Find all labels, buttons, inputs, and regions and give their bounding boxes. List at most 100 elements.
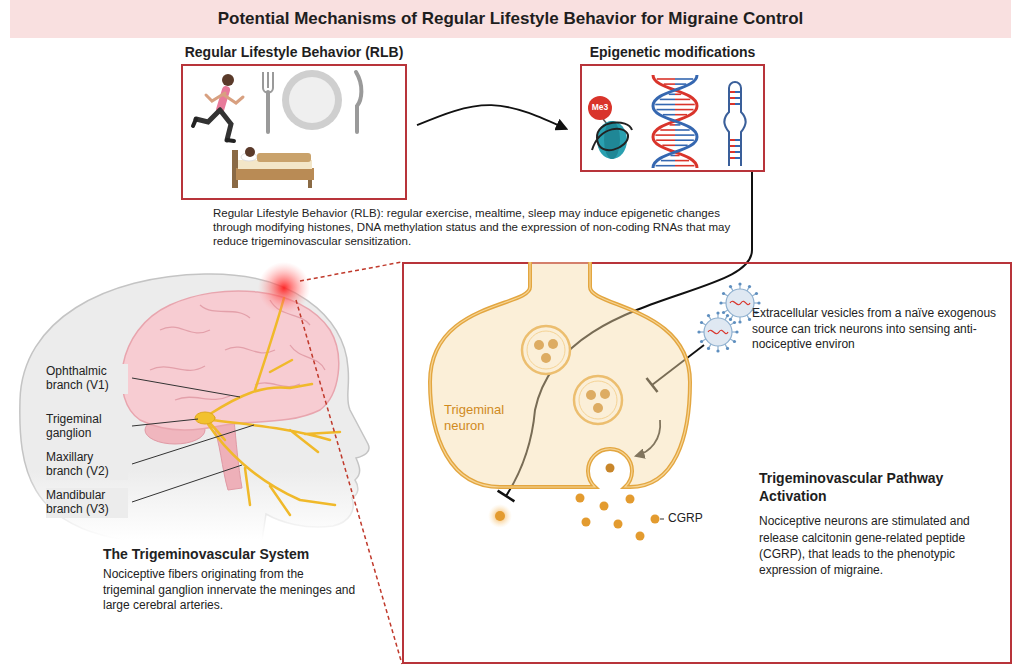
- zoom-lines: [296, 262, 402, 664]
- dna-helix: [664, 83, 675, 85]
- dna-helix: [669, 94, 675, 96]
- released-cgrp: [495, 511, 505, 521]
- neuron-terminal: Trigeminal neuron: [430, 262, 690, 497]
- dna-helix: [653, 75, 697, 168]
- runner-icon: [196, 110, 231, 140]
- rna-hairpin: [735, 151, 740, 153]
- part-label: Trigeminal ganglion: [46, 412, 128, 442]
- note-text: Regular Lifestyle Behavior (RLB): regula…: [213, 207, 743, 248]
- extracellular-vesicles: [739, 285, 740, 289]
- extracellular-vesicles: [738, 320, 741, 323]
- extracellular-vesicles: [700, 340, 703, 343]
- dna-helix: [675, 109, 694, 111]
- plate-icon: [282, 70, 342, 130]
- rna-hairpin: [730, 97, 735, 99]
- dna-helix: [660, 129, 675, 131]
- extracellular-vesicles: [729, 285, 732, 288]
- dna-helix: [655, 134, 675, 136]
- rna-hairpin: [730, 91, 735, 93]
- extracellular-vesicles: [726, 289, 754, 317]
- released-cgrp: [651, 515, 660, 524]
- extracellular-vesicles: [748, 285, 751, 288]
- dna-helix: [675, 114, 687, 116]
- dna-helix: [675, 134, 695, 136]
- released-cgrp: [488, 504, 512, 528]
- extracellular-vesicles: [700, 321, 703, 324]
- dna-helix: [675, 155, 680, 157]
- dna-helix: [675, 94, 681, 96]
- rna-hairpin: [730, 145, 735, 147]
- extracellular-vesicles: [717, 314, 718, 318]
- rna-hairpin: [735, 103, 740, 105]
- rna-hairpin: [730, 157, 735, 159]
- released-cgrp: [576, 494, 585, 503]
- released-cgrp: [582, 518, 591, 527]
- runner-icon: [222, 74, 234, 86]
- dna-helix: [656, 165, 675, 167]
- extracellular-vesicles: [722, 311, 725, 314]
- dna-helix: [670, 124, 675, 126]
- extracellular-vesicles: [717, 346, 718, 350]
- rna-hairpin: [730, 103, 735, 105]
- part-label: Maxillary branch (V2): [46, 450, 128, 480]
- extracellular-vesicles: [733, 340, 736, 343]
- neuron-membrane: [430, 262, 690, 487]
- extracellular-vesicles: [726, 347, 729, 350]
- rna-hairpin: [725, 82, 746, 166]
- dna-helix: [655, 104, 675, 106]
- dna-helix: [675, 145, 688, 147]
- plate-icon: [289, 77, 335, 123]
- trigeminal-nerve: [210, 298, 312, 414]
- extracellular-vesicles: [739, 317, 740, 321]
- rna-hairpin: [730, 151, 735, 153]
- bed-icon: [245, 147, 255, 157]
- flow-arrow: [417, 105, 566, 129]
- dna-helix: [660, 99, 675, 101]
- bed-icon: [308, 180, 312, 188]
- inhibition-bar: [498, 491, 515, 502]
- head-illustration: [20, 274, 369, 540]
- bed-icon: [257, 153, 311, 162]
- nucleosome-icon: [588, 96, 612, 120]
- box-heading: Regular Lifestyle Behavior (RLB): [185, 44, 404, 60]
- dna-helix: [661, 160, 675, 162]
- dna-helix: [675, 124, 680, 126]
- leader-lines: [132, 378, 240, 397]
- extracellular-vesicles: [757, 301, 760, 304]
- brain: [122, 291, 339, 490]
- rna-hairpin: [735, 97, 740, 99]
- released-cgrp: [488, 494, 664, 541]
- runner-icon: [193, 74, 243, 141]
- runner-icon: [206, 93, 243, 103]
- neuron-membrane: [430, 262, 690, 487]
- released-cgrp: [600, 502, 609, 511]
- extracellular-vesicles: [707, 347, 710, 350]
- title-band: Potential Mechanisms of Regular Lifestyl…: [10, 0, 1011, 38]
- extracellular-vesicles: [716, 349, 719, 352]
- molecule-label: CGRP: [668, 511, 703, 525]
- extracellular-vesicles: [726, 314, 729, 317]
- released-cgrp: [636, 532, 645, 541]
- rna-hairpin: [735, 145, 740, 147]
- methyl-mark: Me3: [588, 102, 612, 112]
- dna-helix: [675, 165, 694, 167]
- lifestyle-box: Regular Lifestyle Behavior (RLB): [181, 64, 407, 200]
- extracellular-vesicles: [729, 318, 732, 321]
- dna-helix: [675, 99, 690, 101]
- extracellular-vesicles: [707, 314, 710, 317]
- epigenetics-box: Epigenetic modifications: [580, 64, 765, 172]
- panel-description: Nociceptive neurons are stimulated and r…: [759, 513, 1004, 578]
- zoom-lines: [296, 300, 402, 664]
- plate-icon: [263, 70, 361, 132]
- dna-helix: [675, 129, 690, 131]
- text-column: Trigeminovascular Pathway ActivationNoci…: [759, 469, 1004, 578]
- head-illustration: [20, 274, 369, 540]
- box-heading: Epigenetic modifications: [590, 44, 756, 60]
- leader-lines: [132, 465, 242, 502]
- released-cgrp: [614, 520, 623, 529]
- vesicles: [606, 464, 615, 473]
- rna-hairpin: [735, 91, 740, 93]
- released-cgrp: [626, 495, 635, 504]
- zoom-lines: [300, 262, 402, 281]
- brain: [122, 291, 339, 430]
